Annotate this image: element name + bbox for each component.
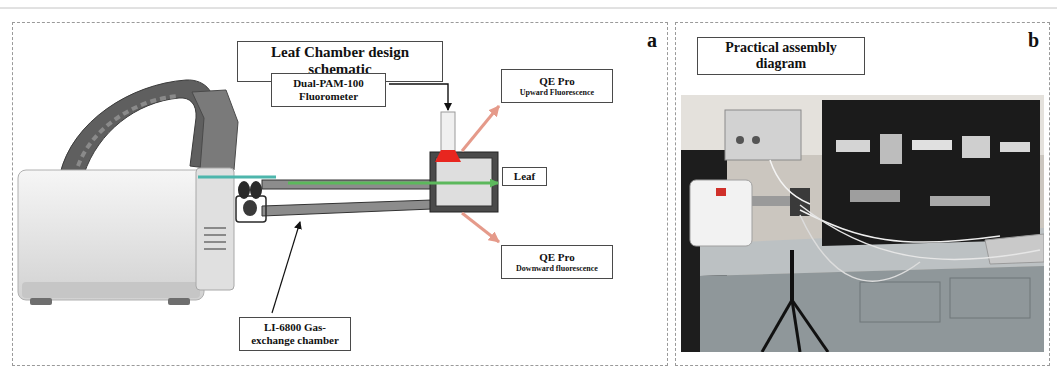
photo-cable	[800, 215, 920, 281]
callout-sublabel: Downward fluorescence	[516, 264, 598, 273]
vent-slot	[204, 227, 226, 229]
vent-slot	[204, 234, 226, 236]
photo-cable	[770, 160, 810, 204]
instrument-body	[18, 170, 204, 300]
fluorometer-leader	[389, 84, 448, 110]
callout-label: Dual-PAM-100 Fluorometer	[276, 77, 381, 102]
leaf-arrow	[288, 182, 498, 185]
photo-controller	[725, 110, 801, 160]
photo-drawer	[860, 282, 940, 322]
photo-arm	[752, 196, 792, 206]
panel-title-box: Practical assembly diagram	[697, 37, 865, 75]
photo-tripod	[762, 300, 792, 352]
photo-drawer	[950, 278, 1030, 318]
body-base	[22, 282, 200, 298]
photo-instrument	[690, 180, 752, 246]
body-foot	[168, 298, 190, 305]
chamber-leader	[272, 222, 300, 313]
arm-lower	[262, 200, 432, 216]
callout-box: QE ProDownward fluorescence	[501, 245, 613, 279]
spring	[243, 200, 257, 216]
assembly-photo	[681, 95, 1044, 352]
callout-label: QE Pro	[539, 251, 575, 264]
panel-letter: a	[647, 29, 657, 51]
photo-item	[962, 136, 990, 158]
photo-item	[836, 140, 870, 152]
panel-frame: bPractical assembly diagram	[675, 22, 1050, 366]
fluorometer-tip	[435, 150, 461, 162]
handle	[60, 80, 215, 174]
callout-label: Leaf	[514, 170, 535, 183]
front-face	[196, 168, 234, 290]
panel-frame: aLeaf Chamber design schematicDual-PAM-1…	[12, 22, 668, 366]
photo-tripod	[790, 250, 794, 300]
photo-item	[850, 190, 900, 202]
fluorometer-probe	[441, 112, 455, 152]
vent-slot	[204, 241, 226, 243]
teal-band	[198, 176, 276, 179]
photo-wall	[681, 95, 1044, 352]
photo-red-mark	[716, 188, 726, 196]
downward-fibre-arrow	[462, 213, 499, 242]
photo-tripod	[792, 300, 828, 352]
handle-grip	[78, 96, 178, 166]
photo-item	[912, 140, 952, 150]
handle-neck	[192, 90, 238, 170]
top-rule	[0, 8, 1057, 9]
callout-sublabel: Upward Fluorescence	[520, 88, 594, 97]
callout-label: QE Pro	[539, 75, 575, 88]
callout-box: LI-6800 Gas-exchange chamber	[239, 317, 351, 351]
callout-box: Dual-PAM-100 Fluorometer	[271, 73, 386, 107]
upward-fibre-arrow	[462, 106, 499, 151]
panel-letter: b	[1028, 29, 1039, 51]
photo-item	[930, 196, 990, 206]
photo-knob	[736, 136, 744, 144]
vent-slot	[204, 248, 226, 250]
callout-box: Leaf	[502, 167, 547, 186]
photo-item	[1000, 142, 1030, 152]
photo-cable	[800, 205, 1040, 260]
callout-box: QE ProUpward Fluorescence	[501, 69, 613, 103]
photo-table-front	[700, 266, 1044, 352]
callout-label: LI-6800 Gas-exchange chamber	[244, 321, 346, 346]
photo-knob	[752, 136, 760, 144]
callout-label: Practical assembly diagram	[702, 40, 860, 72]
photo-item	[880, 134, 902, 164]
body-foot	[30, 298, 52, 305]
clamp	[236, 196, 266, 222]
photo-laptop	[985, 234, 1044, 264]
photo-case	[822, 100, 1040, 246]
